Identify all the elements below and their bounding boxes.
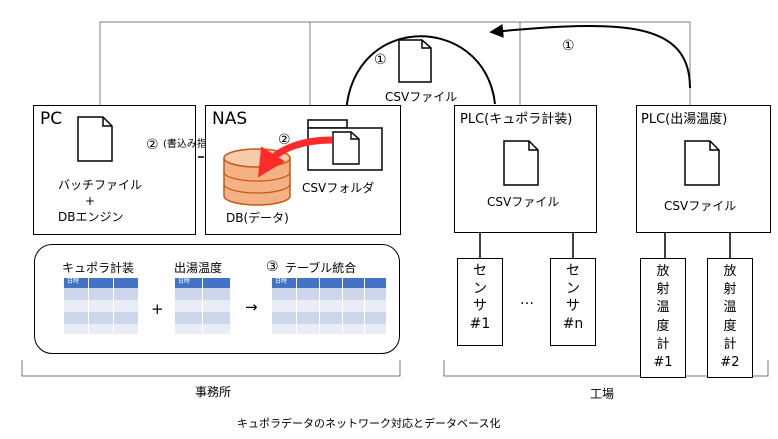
nas-step-num: ②	[278, 132, 291, 148]
tapping-table: 日時	[175, 278, 230, 334]
csv-file-in-folder-icon	[332, 131, 360, 165]
transfer-csv-label: CSVファイル	[385, 90, 458, 104]
batch-file-label: バッチファイル	[58, 178, 143, 192]
integration-arrow: →	[245, 298, 258, 316]
sensor-n-label: セ ン サ #n	[562, 263, 584, 332]
write-step-num: ②	[146, 137, 159, 153]
plc-tapping-title: PLC(出湯温度)	[641, 112, 728, 127]
cupola-table-label: キュポラ計装	[62, 261, 135, 275]
integration-step-num: ③	[266, 259, 279, 275]
sensor-1-box	[457, 258, 503, 346]
cupola-table-header-cell: 日時	[67, 278, 80, 285]
integration-plus: +	[151, 300, 164, 318]
merged-table-header-cell: 日時	[275, 278, 288, 285]
tapping-table-label: 出湯温度	[174, 261, 223, 275]
sensor-n-box	[550, 258, 596, 346]
thermometer-2-label: 放 射 温 度 計 #2	[720, 264, 740, 370]
sensor-ellipsis: …	[520, 292, 534, 308]
transfer-step-num-right: ①	[562, 38, 575, 54]
csv-folder-label: CSVフォルダ	[302, 181, 375, 195]
merged-table: 日時	[272, 278, 386, 334]
thermometer-1-box	[640, 258, 686, 378]
office-zone-label: 事務所	[195, 385, 232, 399]
factory-zone-label: 工場	[590, 387, 615, 401]
pc-box	[33, 105, 196, 235]
sensor-1-label: セ ン サ #1	[469, 263, 491, 332]
tapping-table-header-cell: 日時	[178, 278, 191, 285]
plc-cupola-csv-label: CSVファイル	[487, 195, 560, 209]
thermometer-1-label: 放 射 温 度 計 #1	[653, 264, 673, 370]
nas-title: NAS	[212, 109, 248, 129]
plc-cupola-csv-icon	[503, 140, 539, 186]
transfer-arrow-right	[489, 23, 691, 89]
factory-bracket	[443, 360, 769, 377]
network-bus	[99, 21, 691, 105]
batch-file-icon	[77, 116, 113, 162]
office-bracket	[21, 360, 401, 377]
thermometer-2-box	[707, 258, 753, 378]
transfer-step-num-left: ①	[374, 52, 387, 68]
pc-title: PC	[40, 109, 63, 129]
plc-tapping-csv-label: CSVファイル	[664, 199, 737, 213]
figure-caption: キュポラデータのネットワーク対応とデータベース化	[237, 417, 501, 430]
pc-plus: +	[85, 194, 96, 208]
db-label: DB(データ)	[226, 211, 289, 225]
transfer-arrow-left	[338, 35, 496, 131]
transfer-csv-file-icon	[398, 39, 432, 83]
plc-tapping-csv-icon	[684, 140, 720, 186]
db-engine-label: DBエンジン	[58, 210, 124, 224]
integration-result-label: テーブル統合	[285, 261, 357, 275]
write-step-label: (書込み指示)	[163, 139, 221, 150]
plc-cupola-title: PLC(キュポラ計装)	[460, 112, 573, 127]
red-store-arrow	[257, 136, 333, 178]
cupola-table: 日時	[64, 278, 138, 334]
